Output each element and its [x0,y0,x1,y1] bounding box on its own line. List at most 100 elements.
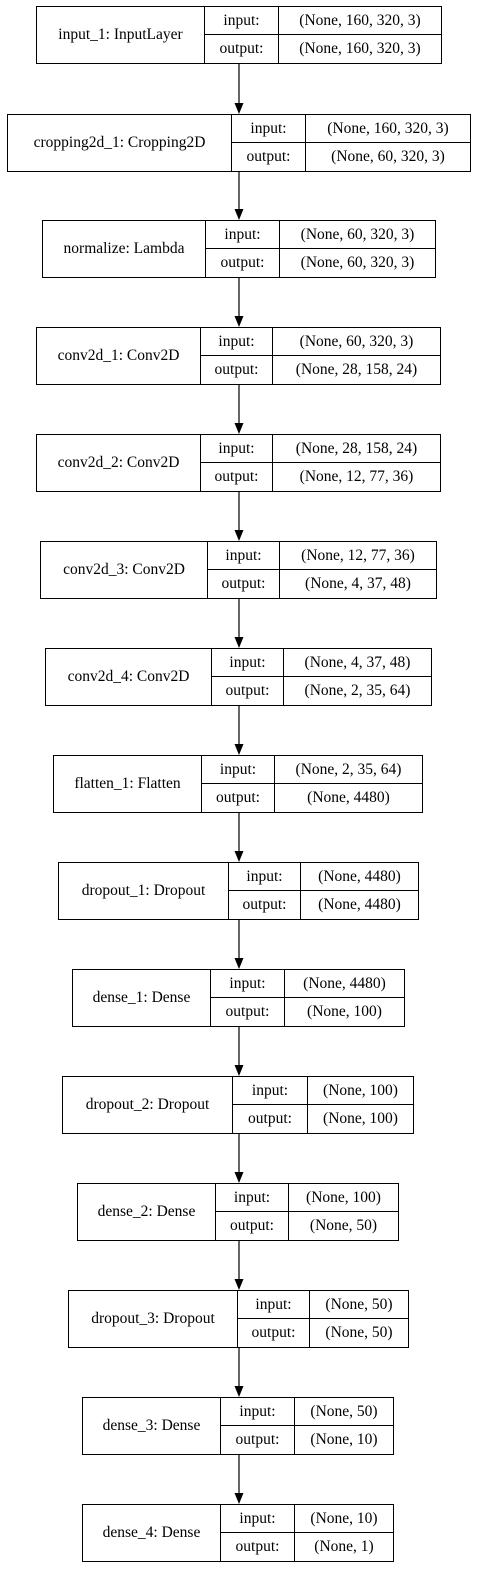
arrowhead [234,1386,244,1397]
output-shape: (None, 100) [307,1003,382,1021]
edge-arrow [234,172,244,220]
output-label: output: [201,356,273,384]
output-shape: (None, 4480) [307,789,390,807]
input-label: input: [229,863,301,891]
output-shape: (None, 28, 158, 24) [295,361,418,379]
layer-name: conv2d_3: Conv2D [41,542,208,598]
input-shape: (None, 4480) [301,863,418,891]
input-label: input: [233,1077,308,1105]
output-shape: (None, 4, 37, 48) [305,575,411,593]
edge-arrow [234,920,244,969]
output-shape: (None, 50) [325,1324,393,1342]
layer-node-dropout_3: dropout_3: Dropout input: (None, 50) out… [68,1290,409,1348]
layer-name: cropping2d_1: Cropping2D [8,115,232,171]
output-label: output: [202,784,275,812]
output-shape: (None, 160, 320, 3) [299,40,421,58]
edge-arrow [234,278,244,327]
output-shape: (None, 1) [314,1538,374,1556]
edge-arrow [234,706,244,755]
edge-arrow [234,1134,244,1183]
input-label: input: [205,7,279,35]
output-label: output: [232,143,306,171]
input-shape: (None, 160, 320, 3) [306,115,470,143]
output-shape: (None, 2, 35, 64) [304,682,411,700]
input-shape: (None, 100) [289,1184,398,1212]
output-label: output: [211,998,285,1026]
input-shape: (None, 160, 320, 3) [279,7,441,35]
edge-arrow [234,813,244,862]
output-label: output: [201,463,273,491]
layer-name: dropout_3: Dropout [69,1291,238,1347]
edge-arrow [234,64,244,114]
input-label: input: [206,221,280,249]
layer-node-conv2d_1: conv2d_1: Conv2D input: (None, 60, 320, … [36,327,441,385]
output-shape: (None, 60, 320, 3) [300,254,415,272]
edge-arrow [234,599,244,648]
layer-node-normalize: normalize: Lambda input: (None, 60, 320,… [42,220,436,278]
input-label: input: [221,1505,295,1533]
arrowhead [234,1065,244,1076]
layer-name: dense_4: Dense [83,1505,221,1561]
layer-node-dense_2: dense_2: Dense input: (None, 100) output… [77,1183,399,1241]
output-label: output: [206,249,280,277]
edge-arrow [234,1455,244,1504]
input-label: input: [208,542,280,570]
layer-name: conv2d_4: Conv2D [46,649,212,705]
output-shape: (None, 12, 77, 36) [299,468,414,486]
output-label: output: [229,891,301,919]
input-label: input: [216,1184,289,1212]
arrowhead [234,1279,244,1290]
input-label: input: [201,435,273,463]
arrowhead [234,530,244,541]
input-label: input: [211,970,285,998]
output-shape: (None, 4480) [318,896,401,914]
arrowhead [234,103,244,114]
edge-arrow [234,1027,244,1076]
layer-name: dense_1: Dense [73,970,211,1026]
output-shape: (None, 100) [323,1110,398,1128]
input-shape: (None, 60, 320, 3) [273,328,440,356]
input-shape: (None, 100) [308,1077,413,1105]
layer-name: dense_3: Dense [83,1398,221,1454]
output-shape: (None, 60, 320, 3) [331,148,445,166]
input-shape: (None, 4480) [285,970,404,998]
layer-name: normalize: Lambda [43,221,206,277]
arrowhead [234,851,244,862]
layer-node-dropout_2: dropout_2: Dropout input: (None, 100) ou… [62,1076,414,1134]
layer-name: conv2d_2: Conv2D [37,435,201,491]
input-label: input: [221,1398,295,1426]
output-label: output: [221,1426,295,1454]
output-label: output: [212,677,284,705]
input-label: input: [212,649,284,677]
layer-name: conv2d_1: Conv2D [37,328,201,384]
output-label: output: [216,1212,289,1240]
input-shape: (None, 60, 320, 3) [280,221,435,249]
layer-node-conv2d_4: conv2d_4: Conv2D input: (None, 4, 37, 48… [45,648,432,706]
layer-node-dense_1: dense_1: Dense input: (None, 4480) outpu… [72,969,405,1027]
arrowhead [234,1172,244,1183]
input-label: input: [238,1291,310,1319]
layer-node-flatten_1: flatten_1: Flatten input: (None, 2, 35, … [53,755,423,813]
edge-arrow [234,492,244,541]
input-shape: (None, 28, 158, 24) [273,435,440,463]
arrowhead [234,209,244,220]
output-label: output: [221,1533,295,1561]
edge-arrow [234,1348,244,1397]
arrowhead [234,958,244,969]
output-label: output: [238,1319,310,1347]
input-label: input: [201,328,273,356]
output-label: output: [233,1105,308,1133]
layer-node-dense_4: dense_4: Dense input: (None, 10) output:… [82,1504,394,1562]
edge-arrow [234,1241,244,1290]
arrowhead [234,423,244,434]
input-shape: (None, 50) [295,1398,393,1426]
layer-name: dropout_2: Dropout [63,1077,233,1133]
input-shape: (None, 10) [295,1505,393,1533]
arrowhead [234,1493,244,1504]
layer-name: flatten_1: Flatten [54,756,202,812]
layer-node-conv2d_3: conv2d_3: Conv2D input: (None, 12, 77, 3… [40,541,437,599]
input-shape: (None, 50) [310,1291,408,1319]
layer-name: dropout_1: Dropout [59,863,229,919]
output-label: output: [205,35,279,63]
